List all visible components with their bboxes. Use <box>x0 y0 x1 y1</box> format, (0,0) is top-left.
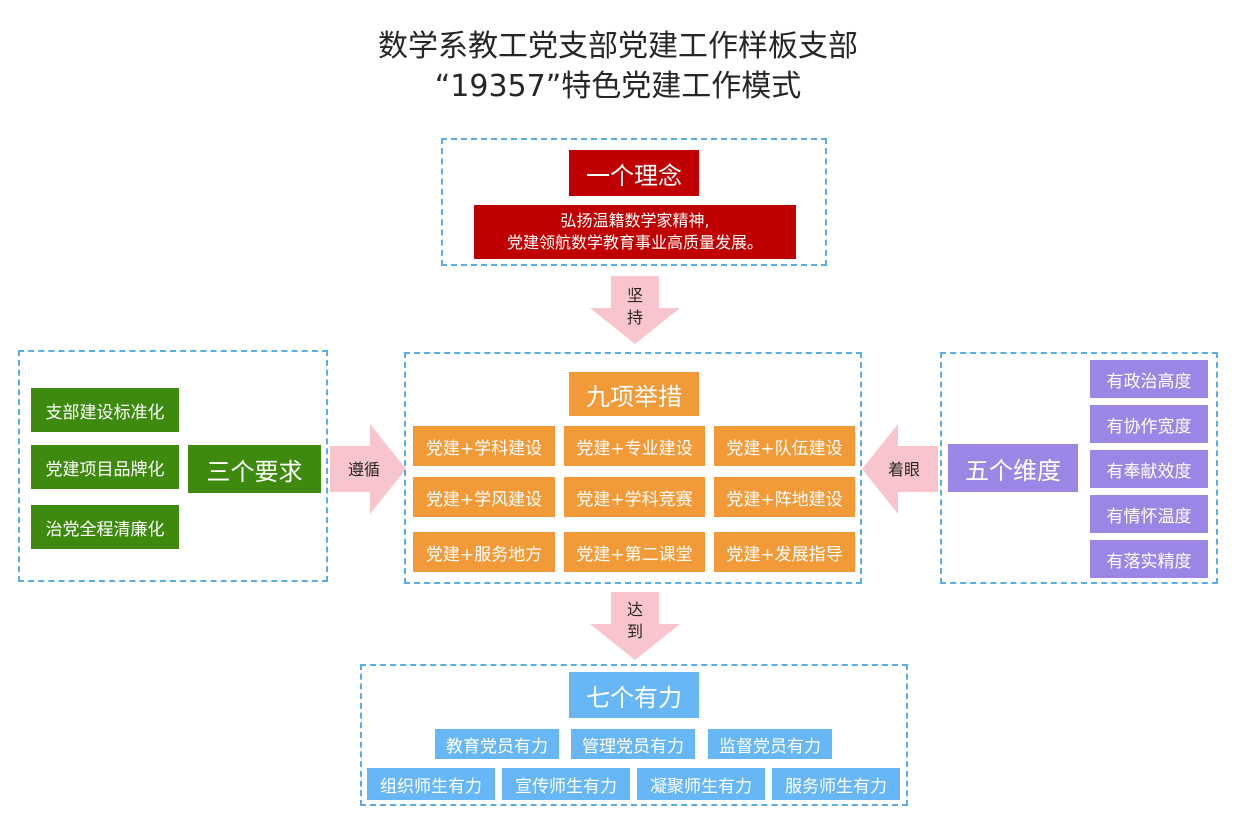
arrow-down-bottom <box>590 592 680 660</box>
dimension-item: 有情怀温度 <box>1090 495 1208 533</box>
arrow-bottom-label: 达 到 <box>611 598 659 644</box>
arrow-top-label: 坚 持 <box>611 284 659 330</box>
five-dimensions-label: 五个维度 <box>948 444 1078 492</box>
power-item: 组织师生有力 <box>367 768 495 800</box>
one-concept-frame <box>441 138 827 266</box>
dimension-item: 有政治高度 <box>1090 360 1208 398</box>
power-item: 服务师生有力 <box>772 768 900 800</box>
seven-powers-label: 七个有力 <box>569 672 699 718</box>
arrow-right-left <box>330 424 406 514</box>
power-item: 宣传师生有力 <box>502 768 630 800</box>
measure-item: 党建+学风建设 <box>413 477 555 517</box>
title-line-2: “19357”特色党建工作模式 <box>434 69 802 104</box>
one-concept-text-line-2: 党建领航数学教育事业高质量发展。 <box>506 233 763 252</box>
power-item: 教育党员有力 <box>435 729 559 759</box>
arrow-left-right <box>862 424 938 514</box>
measure-item: 党建+学科竞赛 <box>564 477 705 517</box>
measure-item: 党建+专业建设 <box>564 426 705 466</box>
one-concept-label: 一个理念 <box>569 150 699 196</box>
title-line-1: 数学系教工党支部党建工作样板支部 <box>378 29 858 64</box>
measure-item: 党建+发展指导 <box>714 532 855 572</box>
five-dimensions-frame <box>940 352 1218 584</box>
nine-measures-label: 九项举措 <box>569 372 699 416</box>
arrow-bottom-label-line-1: 达 <box>626 600 643 619</box>
arrow-right-label: 着眼 <box>887 460 920 479</box>
arrow-top-label-line-2: 持 <box>626 308 643 327</box>
three-requirements-label: 三个要求 <box>188 445 321 493</box>
requirement-item: 治党全程清廉化 <box>31 505 179 549</box>
measure-item: 党建+阵地建设 <box>714 477 855 517</box>
requirement-item: 党建项目品牌化 <box>31 445 179 489</box>
dimension-item: 有协作宽度 <box>1090 405 1208 443</box>
dimension-item: 有奉献效度 <box>1090 450 1208 488</box>
arrow-down-top <box>590 276 680 344</box>
dimension-item: 有落实精度 <box>1090 540 1208 578</box>
arrow-top-label-line-1: 坚 <box>626 286 643 305</box>
three-requirements-frame <box>18 350 328 582</box>
measure-item: 党建+队伍建设 <box>714 426 855 466</box>
arrow-left-label: 遵循 <box>347 460 380 479</box>
requirement-item: 支部建设标准化 <box>31 388 179 432</box>
measure-item: 党建+学科建设 <box>413 426 555 466</box>
power-item: 管理党员有力 <box>571 729 695 759</box>
nine-measures-frame <box>404 352 862 584</box>
power-item: 监督党员有力 <box>708 729 832 759</box>
measure-item: 党建+第二课堂 <box>564 532 705 572</box>
arrow-bottom-label-line-2: 到 <box>626 622 643 641</box>
measure-item: 党建+服务地方 <box>413 532 555 572</box>
one-concept-text: 弘扬温籍数学家精神, 党建领航数学教育事业高质量发展。 <box>474 205 796 259</box>
power-item: 凝聚师生有力 <box>637 768 765 800</box>
one-concept-text-line-1: 弘扬温籍数学家精神, <box>560 211 710 230</box>
seven-powers-frame <box>360 664 908 806</box>
